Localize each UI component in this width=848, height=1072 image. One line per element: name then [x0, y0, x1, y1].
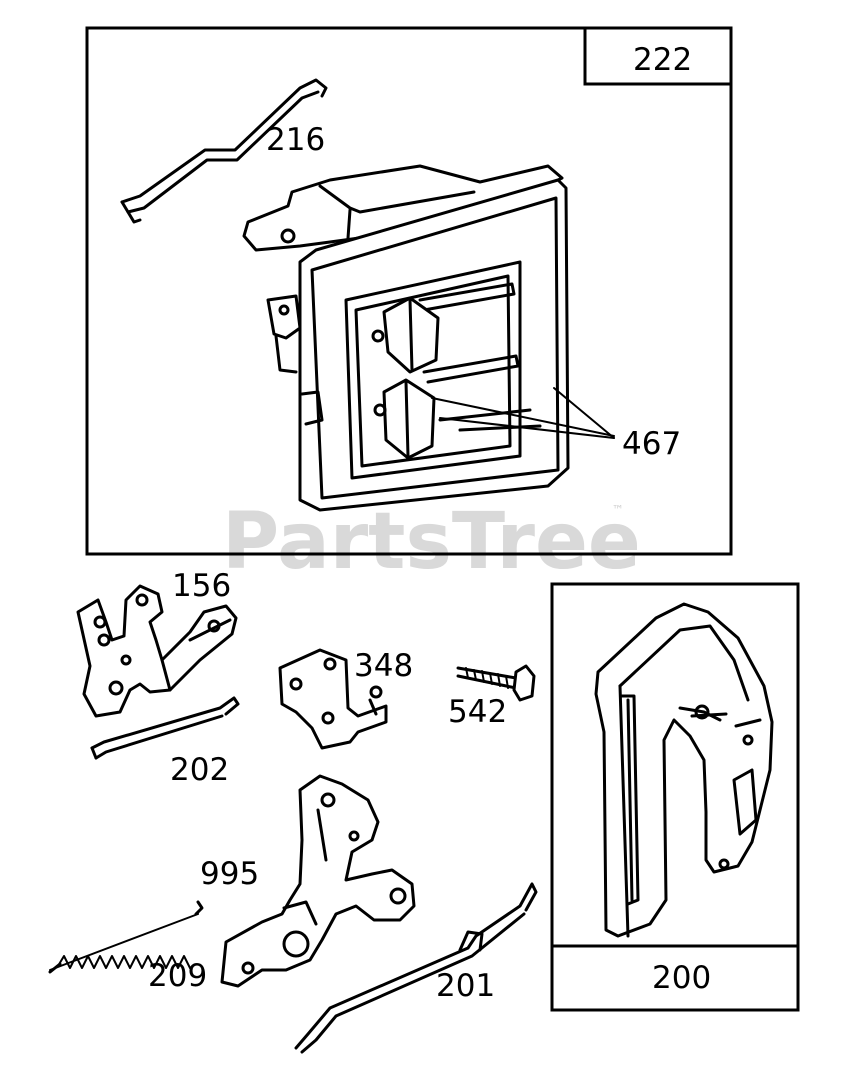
part-202-link-rod	[90, 696, 240, 760]
part-995-spring	[48, 900, 204, 974]
part-209-lever	[220, 774, 416, 988]
label-202: 202	[170, 752, 229, 788]
label-348: 348	[354, 648, 413, 684]
label-995: 995	[200, 856, 259, 892]
panel-200-label: 200	[652, 960, 711, 996]
watermark-trademark: ™	[612, 503, 624, 517]
label-201: 201	[436, 968, 495, 1004]
panel-222-label: 222	[633, 42, 692, 78]
part-542-screw	[456, 664, 536, 702]
panel-200-frame	[550, 582, 800, 1012]
part-222-bracket-assembly	[242, 164, 570, 512]
panel-222-label-box	[583, 26, 733, 86]
panel-222: 222 216	[85, 26, 733, 556]
part-156-governor-lever	[76, 584, 238, 718]
watermark-text: PartsTree	[222, 497, 641, 587]
leader-467-b	[439, 417, 615, 439]
part-201-link-rod	[294, 882, 538, 1054]
label-467: 467	[622, 426, 681, 462]
leader-467-a	[431, 397, 615, 437]
leader-467-c	[553, 387, 615, 439]
part-200-bracket	[594, 602, 774, 938]
watermark: PartsTree ™	[222, 497, 641, 587]
panel-200: 200	[550, 582, 800, 1012]
label-542: 542	[448, 694, 507, 730]
part-216-link-rod	[120, 78, 328, 224]
panel-222-frame	[85, 26, 733, 556]
label-216: 216	[266, 122, 325, 158]
label-156: 156	[172, 568, 231, 604]
label-209: 209	[148, 958, 207, 994]
part-348-plate	[278, 648, 388, 750]
